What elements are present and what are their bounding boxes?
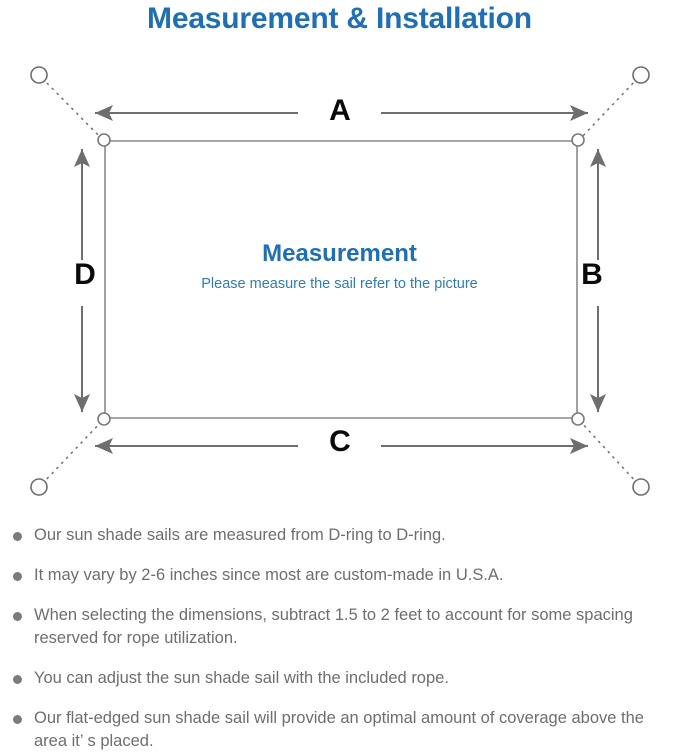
anchor-ring-top-right [632, 66, 650, 84]
list-item: Our sun shade sails are measured from D-… [0, 524, 679, 547]
dimension-label-d: D [74, 258, 96, 291]
dimension-label-b: B [581, 258, 603, 291]
rope-top-left [41, 77, 104, 141]
bullet-icon [13, 532, 22, 541]
list-item: You can adjust the sun shade sail with t… [0, 667, 679, 690]
d-ring-top-left [97, 133, 111, 147]
anchor-ring-bottom-right [632, 478, 650, 496]
bullet-icon [13, 675, 22, 684]
d-rings [97, 133, 585, 426]
rope-lines [41, 77, 639, 485]
bullet-icon [13, 612, 22, 621]
bullet-icon [13, 572, 22, 581]
list-item: It may vary by 2-6 inches since most are… [0, 564, 679, 587]
anchor-rings [30, 66, 650, 496]
dimension-label-a: A [329, 94, 351, 127]
bullet-icon [13, 715, 22, 724]
anchor-ring-top-left [30, 66, 48, 84]
notes-list: Our sun shade sails are measured from D-… [0, 524, 679, 753]
diagram-center-heading: Measurement [262, 240, 417, 267]
dimension-label-c: C [329, 425, 351, 458]
note-text: You can adjust the sun shade sail with t… [34, 669, 449, 687]
rope-top-right [578, 77, 639, 141]
diagram-svg [30, 66, 650, 496]
rope-bottom-left [41, 419, 104, 485]
note-text: It may vary by 2-6 inches since most are… [34, 566, 504, 584]
shade-sail-measurement-diagram: A B C D Measurement Please measure the s… [0, 48, 679, 518]
anchor-ring-bottom-left [30, 478, 48, 496]
page-title: Measurement & Installation [147, 2, 532, 35]
list-item: When selecting the dimensions, subtract … [0, 604, 679, 650]
rope-bottom-right [578, 419, 639, 485]
d-ring-bottom-right [571, 412, 585, 426]
d-ring-bottom-left [97, 412, 111, 426]
note-text: Our flat-edged sun shade sail will provi… [34, 709, 644, 750]
diagram-center-subtext: Please measure the sail refer to the pic… [201, 276, 478, 292]
list-item: Our flat-edged sun shade sail will provi… [0, 707, 679, 753]
note-text: When selecting the dimensions, subtract … [34, 606, 633, 647]
note-text: Our sun shade sails are measured from D-… [34, 526, 446, 544]
d-ring-top-right [571, 133, 585, 147]
